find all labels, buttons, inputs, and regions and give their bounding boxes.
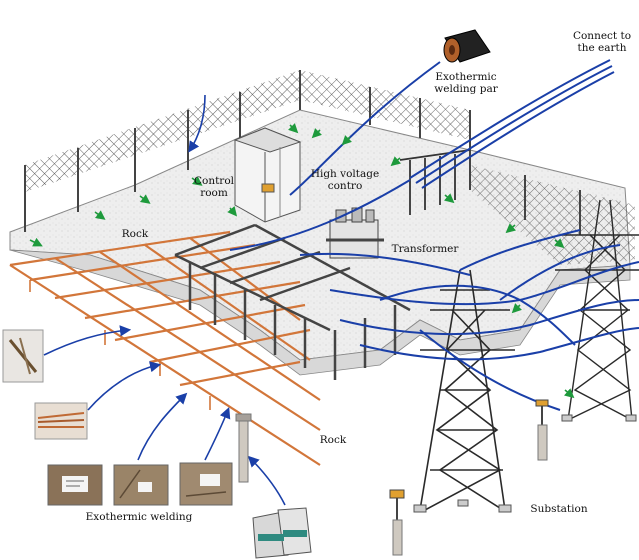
label-substation: Substation: [530, 503, 588, 515]
exothermic-welding-mold-icon: [443, 29, 491, 63]
transformer-unit: [326, 207, 384, 259]
control-room-building: [233, 127, 302, 223]
tower-footings: [413, 414, 637, 513]
transmission-tower-back: [555, 199, 639, 421]
label-exothermic-welding: Exothermic welding: [85, 511, 193, 523]
photo-weld-site-3: [179, 462, 233, 506]
label-high-voltage-contro: High voltage contro: [310, 168, 380, 192]
ground-rod-substation-right: [535, 399, 549, 461]
label-connect-to-earth: Connect to the earth: [572, 30, 632, 54]
bagged-powder-icon: [252, 507, 312, 559]
insulator-rack: [399, 149, 471, 215]
fence-left: [25, 70, 300, 192]
ground-rod-substation-left: [389, 489, 405, 556]
photo-clamp: [2, 329, 44, 383]
photo-pointer-arrows: [43, 94, 286, 506]
ground-rod-icon: [235, 413, 252, 483]
label-transformer: Transformer: [391, 243, 459, 255]
label-exothermic-welding-par: Exothermic welding par: [434, 71, 498, 95]
label-control-room: Control room: [193, 175, 235, 199]
photo-copper-strands: [34, 402, 88, 440]
transmission-tower-front: [419, 269, 515, 511]
photo-weld-site-2: [113, 464, 169, 506]
current-flow-arrows: [29, 123, 575, 399]
label-rock-bottom: Rock: [319, 434, 347, 446]
copper-ground-grid: [9, 230, 321, 466]
label-rock-top: Rock: [121, 228, 149, 240]
earth-ground-wires: [229, 59, 639, 411]
photo-weld-site-1: [47, 464, 103, 506]
